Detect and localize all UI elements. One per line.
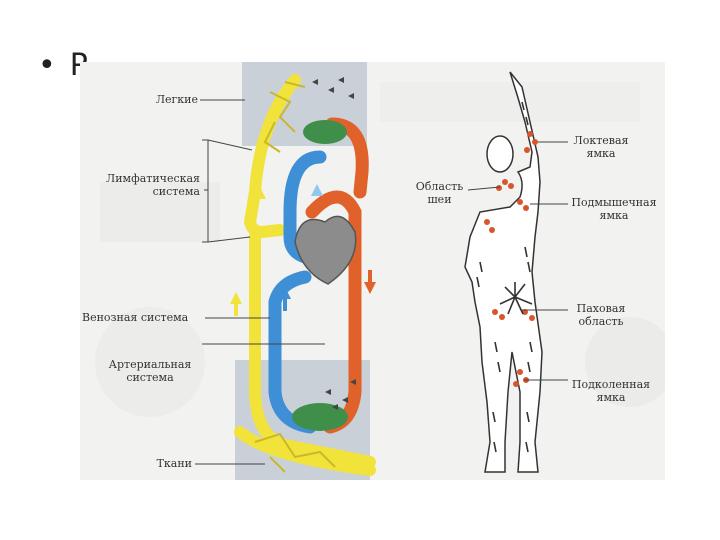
bullet-dot: • (38, 48, 56, 83)
label-popliteal-fossa: Подколенная ямка (566, 378, 656, 404)
lung-capillary-bed (303, 120, 347, 144)
left-leader-lines (195, 99, 325, 465)
background-ghost (95, 82, 665, 417)
label-neck-region: Область шеи (412, 180, 467, 206)
label-inguinal-region-line2: область (578, 315, 624, 328)
label-lymphatic-system-line2: система (152, 185, 200, 198)
label-popliteal-fossa-line1: Подколенная (571, 378, 651, 391)
label-elbow-fossa-line1: Локтевая (573, 134, 629, 147)
heart-shape (294, 215, 357, 285)
label-elbow-fossa: Локтевая ямка (566, 134, 636, 160)
label-arterial-system-line1: Артериальная (108, 358, 192, 371)
label-axillary-fossa-line2: ямка (599, 209, 629, 222)
lymph-nodes (484, 131, 538, 387)
label-axillary-fossa: Подмышечная ямка (566, 196, 662, 222)
label-lymphatic-system: Лимфатическая система (80, 172, 200, 198)
lymph-network-top (263, 81, 306, 153)
body-lymph-vessels (476, 101, 533, 453)
flow-arrows (230, 77, 376, 410)
tissue-capillary-bed (292, 403, 348, 431)
label-neck-region-line1: Область (415, 180, 464, 193)
label-lymphatic-system-line1: Лимфатическая (106, 172, 200, 185)
right-leader-lines (467, 141, 568, 381)
lymph-vessels (234, 74, 376, 476)
label-inguinal-region-line1: Паховая (576, 302, 626, 315)
label-lungs: Легкие (155, 93, 198, 106)
label-popliteal-fossa-line2: ямка (596, 391, 626, 404)
label-inguinal-region: Паховая область (566, 302, 636, 328)
label-arterial-system-line2: система (126, 371, 174, 384)
lymph-network-bottom (254, 432, 336, 473)
label-axillary-fossa-line1: Подмышечная (571, 196, 657, 209)
lymphatic-system-figure: Легкие Лимфатическая система Венозная си… (80, 62, 665, 480)
venous-vessels (268, 150, 327, 434)
label-elbow-fossa-line2: ямка (586, 147, 616, 160)
figure-graphics (95, 62, 665, 480)
label-tissues: Ткани (156, 457, 192, 470)
label-neck-region-line2: шеи (427, 193, 452, 206)
label-venous-system: Венозная система (82, 311, 189, 324)
label-arterial-system: Артериальная система (100, 358, 200, 384)
